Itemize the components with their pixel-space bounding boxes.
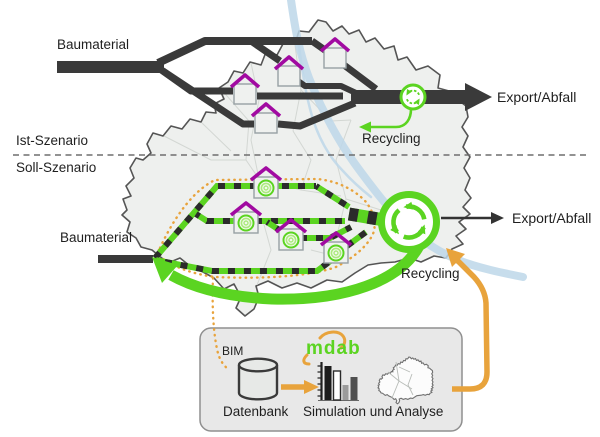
house-icon: [273, 55, 305, 87]
export-arrow-soll: [441, 212, 504, 224]
recycling-circle-icon-ist: [399, 83, 427, 111]
mdab-loop-arrow-icon: [302, 330, 347, 366]
mdab-logo: mdab: [306, 338, 361, 359]
house-recycling-icon: [274, 218, 308, 251]
bar-chart-icon: [317, 362, 359, 401]
baumaterial-label-soll: Baumaterial: [60, 230, 133, 245]
house-icon: [319, 37, 351, 69]
database-to-simulation-arrow: [281, 380, 319, 394]
houses-soll: [229, 166, 353, 264]
bim-label: BIM: [222, 344, 244, 358]
material-flow-soll: [98, 183, 386, 274]
simulation-analyse-label: Simulation und Analyse: [303, 404, 444, 419]
house-icon: [250, 102, 282, 134]
export-abfall-label-soll: Export/Abfall: [512, 210, 592, 226]
soll-szenario-label: Soll-Szenario: [16, 160, 97, 175]
house-recycling-icon: [319, 231, 353, 264]
recycling-label-soll: Recycling: [401, 266, 460, 281]
datenbank-label: Datenbank: [223, 404, 289, 419]
recycling-arrow-ist: [359, 108, 413, 133]
database-cylinder-icon: [237, 357, 279, 401]
mini-vienna-map-icon: [377, 356, 434, 404]
recycling-return-arrow: [152, 243, 424, 305]
baumaterial-label-ist: Baumaterial: [57, 37, 130, 52]
recycling-label-ist: Recycling: [362, 131, 421, 146]
recycling-circle-icon-soll: [378, 191, 440, 253]
house-icon: [229, 73, 261, 105]
simulation-feedback-arrow: [446, 248, 490, 392]
process-box: [199, 327, 463, 432]
ist-szenario-label: Ist-Szenario: [16, 133, 89, 148]
houses-ist: [229, 37, 351, 134]
export-abfall-label-ist: Export/Abfall: [497, 89, 577, 105]
house-recycling-icon: [249, 166, 283, 199]
house-recycling-icon: [229, 201, 263, 234]
